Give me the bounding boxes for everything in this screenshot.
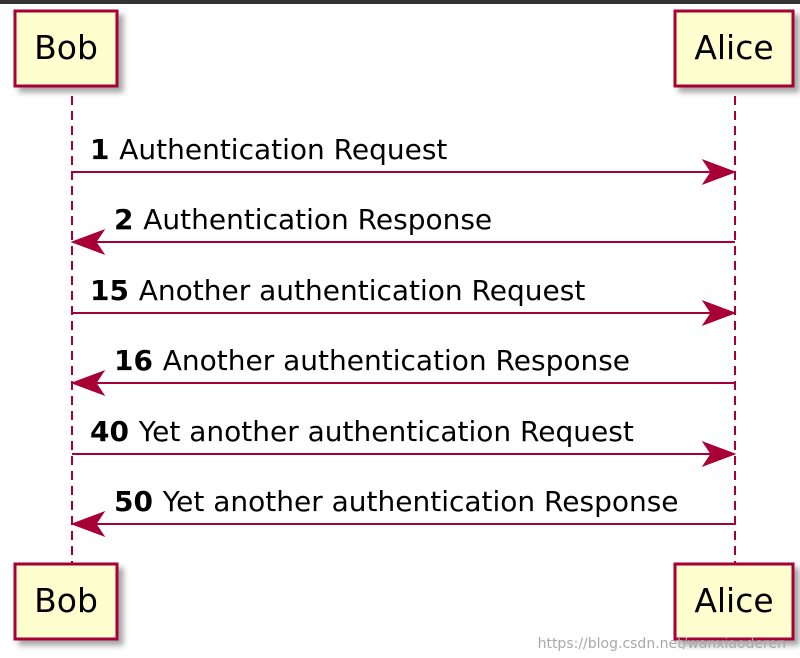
message-label: 1 Authentication Request xyxy=(90,133,447,166)
message-number: 2 xyxy=(114,203,143,236)
arrowhead-right-icon xyxy=(701,299,737,327)
message-label: 50 Yet another authentication Response xyxy=(114,485,679,518)
watermark: https://blog.csdn.net/wanxiaoderen xyxy=(537,636,786,652)
message-15: 15 Another authentication Request xyxy=(72,274,737,327)
message-50: 50 Yet another authentication Response xyxy=(70,485,735,538)
arrowhead-right-icon xyxy=(701,158,737,186)
participant-label: Alice xyxy=(694,581,773,620)
participant-bob-top: Bob xyxy=(13,9,119,88)
message-number: 40 xyxy=(90,415,139,448)
message-number: 15 xyxy=(90,274,139,307)
message-1: 1 Authentication Request xyxy=(72,133,737,186)
top-border xyxy=(0,0,800,4)
message-number: 50 xyxy=(114,485,163,518)
message-2: 2 Authentication Response xyxy=(70,203,735,256)
message-text: Another authentication Request xyxy=(139,274,586,307)
message-label: 2 Authentication Response xyxy=(114,203,492,236)
participant-label: Bob xyxy=(34,581,98,620)
message-text: Yet another authentication Response xyxy=(162,485,679,518)
message-label: 16 Another authentication Response xyxy=(114,344,630,377)
participant-alice-bottom: Alice xyxy=(673,562,795,641)
arrowhead-left-icon xyxy=(70,510,106,538)
message-text: Another authentication Response xyxy=(163,344,630,377)
participant-alice-top: Alice xyxy=(673,9,795,88)
participant-bob-bottom: Bob xyxy=(13,562,119,641)
message-16: 16 Another authentication Response xyxy=(70,344,735,397)
arrowhead-left-icon xyxy=(70,369,106,397)
participant-label: Bob xyxy=(34,28,98,67)
message-number: 1 xyxy=(90,133,119,166)
arrowhead-left-icon xyxy=(70,228,106,256)
message-40: 40 Yet another authentication Request xyxy=(72,415,737,468)
message-number: 16 xyxy=(114,344,163,377)
participant-label: Alice xyxy=(694,28,773,67)
message-text: Authentication Request xyxy=(119,133,447,166)
arrowhead-right-icon xyxy=(701,440,737,468)
message-label: 40 Yet another authentication Request xyxy=(90,415,634,448)
message-label: 15 Another authentication Request xyxy=(90,274,585,307)
message-text: Authentication Response xyxy=(143,203,492,236)
message-text: Yet another authentication Request xyxy=(138,415,634,448)
